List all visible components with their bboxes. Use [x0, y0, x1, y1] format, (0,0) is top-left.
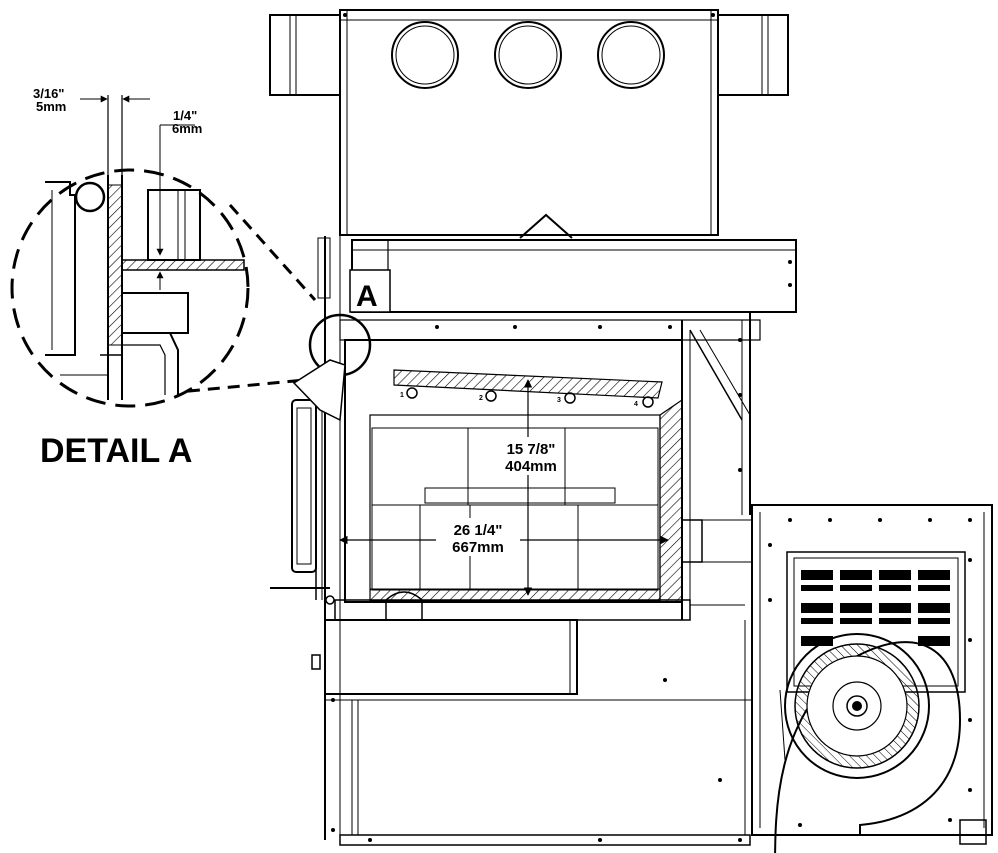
burner-ports — [406, 387, 654, 408]
fireplace-body — [291, 236, 797, 846]
burner-port-label-2: 2 — [479, 395, 483, 402]
burner-port-label-1: 1 — [400, 392, 404, 399]
height-dim-metric: 6mm — [172, 121, 202, 136]
gap-dim-metric: 5mm — [36, 99, 66, 114]
callout-letter: A — [356, 280, 378, 313]
height-dim-imperial: 1/4" — [173, 108, 197, 123]
detail-a-magnified-view — [10, 95, 250, 408]
blower-assembly — [751, 504, 993, 853]
callout-box: A — [349, 269, 391, 313]
firebox-width-metric: 667mm — [452, 539, 504, 556]
firebox-height-imperial: 15 7/8" — [507, 441, 556, 458]
firebox-width-imperial: 26 1/4" — [454, 522, 503, 539]
left-side-fittings — [270, 237, 346, 670]
top-vent-assembly — [269, 9, 789, 239]
detail-title: DETAIL A — [40, 432, 192, 470]
blower-louvers — [768, 518, 972, 827]
gap-dim-imperial: 3/16" — [33, 86, 64, 101]
burner-port-label-4: 4 — [634, 401, 638, 408]
firebox-height-metric: 404mm — [505, 458, 557, 475]
fastener-dots — [331, 13, 792, 842]
burner-port-label-3: 3 — [557, 397, 561, 404]
